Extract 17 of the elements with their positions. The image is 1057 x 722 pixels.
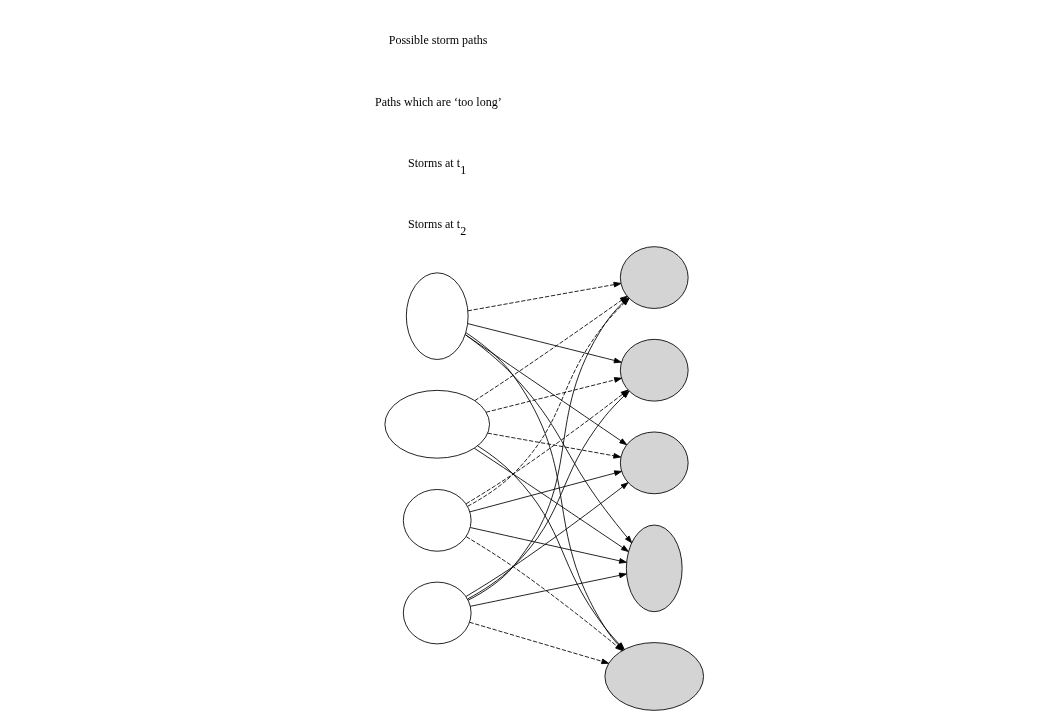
arrow <box>469 527 627 564</box>
arrow <box>465 482 628 597</box>
arrow <box>468 621 609 665</box>
arrow <box>467 281 621 312</box>
arrow <box>485 377 622 413</box>
arrow <box>486 432 621 459</box>
legend-label: Paths which are ‘too long’ <box>374 94 502 109</box>
node-ellipse <box>405 272 468 360</box>
node-ellipse <box>402 581 472 645</box>
arrow <box>468 470 622 513</box>
arrow <box>469 572 627 607</box>
node-ellipse <box>402 489 472 552</box>
arrow <box>466 323 622 364</box>
arrow <box>473 447 629 552</box>
arrow <box>464 334 632 544</box>
legend-label: Possible storm paths <box>388 32 487 47</box>
node-ellipse <box>383 389 490 459</box>
